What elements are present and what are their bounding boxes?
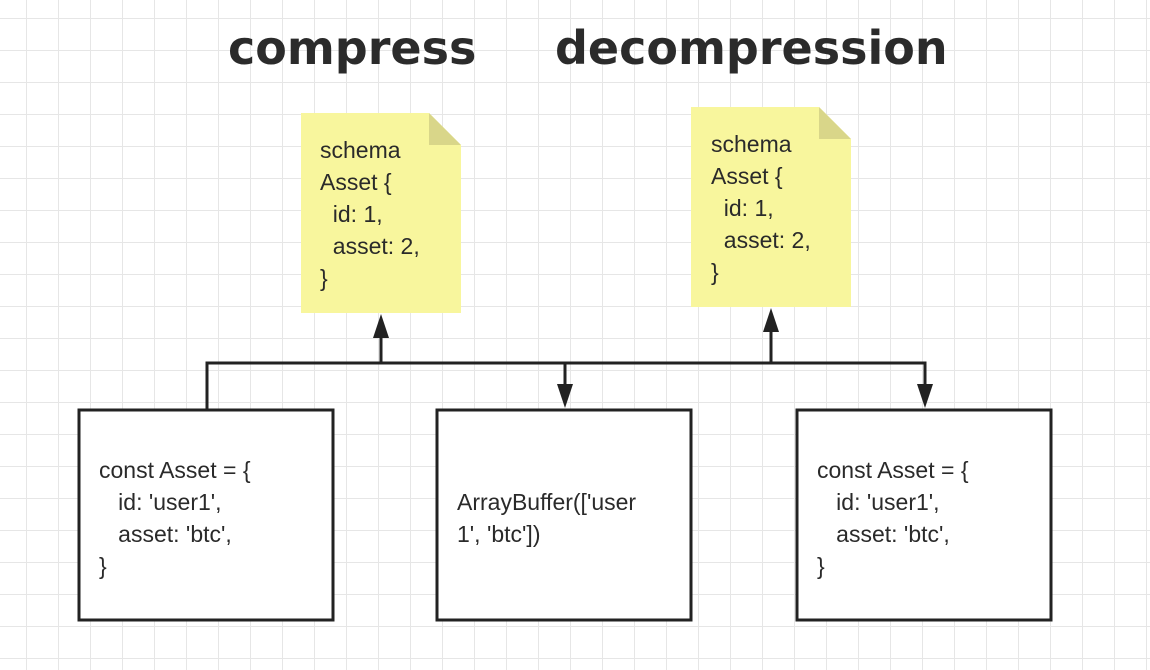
arraybuffer-code: ArrayBuffer(['user 1', 'btc']) — [457, 489, 637, 547]
schema-note-left-text: schema Asset { id: 1, asset: 2, } — [320, 137, 420, 291]
connector-source-to-bus — [205, 361, 565, 410]
compress-title: compress — [228, 21, 477, 75]
arrow-down-icon — [917, 384, 933, 408]
source-object-code: const Asset = { id: 'user1', asset: 'btc… — [99, 457, 251, 579]
schema-note-right-text: schema Asset { id: 1, asset: 2, } — [711, 131, 811, 285]
note-fold-icon — [429, 113, 461, 145]
connector-bus-right — [565, 361, 927, 386]
source-object-box — [77, 408, 335, 622]
decoded-object-box — [795, 408, 1053, 622]
decoded-object-code: const Asset = { id: 'user1', asset: 'btc… — [817, 457, 969, 579]
arrow-up-icon — [373, 314, 389, 338]
schema-note-right — [691, 107, 851, 307]
arraybuffer-box — [435, 408, 693, 622]
arrow-down-icon — [557, 384, 573, 408]
arrow-up-icon — [763, 308, 779, 332]
decompression-title: decompression — [555, 21, 948, 75]
schema-note-left — [301, 113, 461, 313]
note-fold-icon — [819, 107, 851, 139]
